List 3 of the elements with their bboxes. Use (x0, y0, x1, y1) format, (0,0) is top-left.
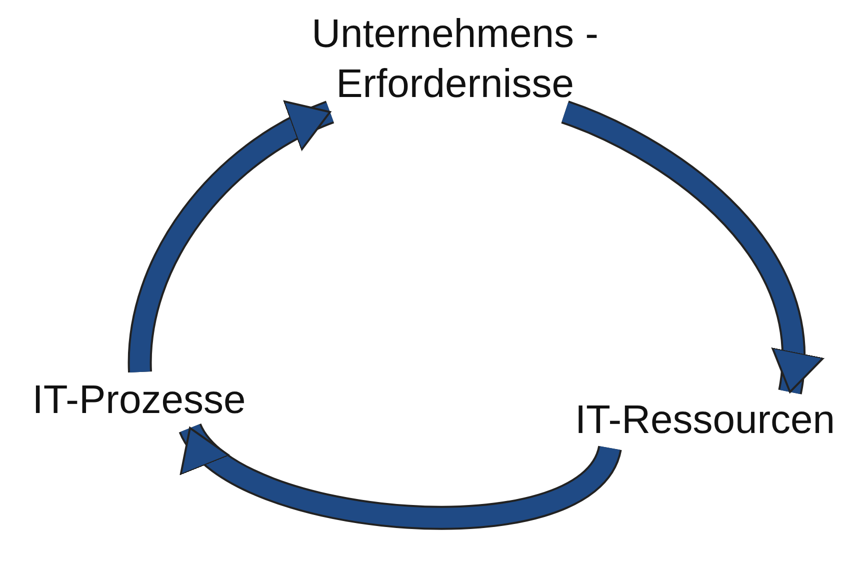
cycle-label: IT-Ressourcen (552, 392, 858, 448)
cycle-label: Unternehmens - Erfordernisse (285, 6, 625, 112)
cycle-label: IT-Prozesse (8, 372, 270, 428)
